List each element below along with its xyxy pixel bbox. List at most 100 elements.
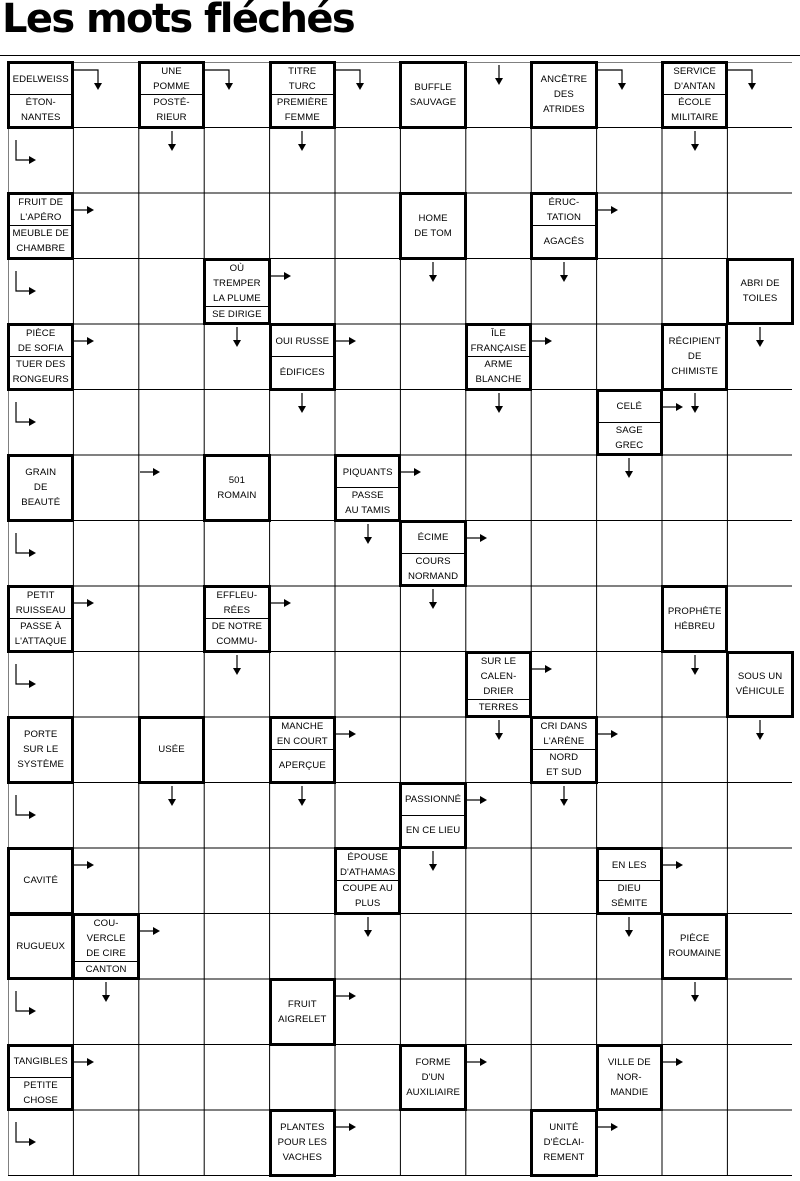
clue-text: TANGIBLES — [13, 1056, 68, 1068]
clue-text: EDELWEISS — [12, 73, 69, 85]
clue-text: SUR LE CALEN- DRIER — [480, 655, 517, 697]
arrow-down-icon — [287, 130, 317, 161]
arrow-down-icon — [157, 785, 187, 816]
clue-cell: GRAIN DE BEAUTÉ — [7, 454, 75, 522]
clue-text: BUFFLE SAUVAGE — [409, 81, 457, 108]
clue-text: DIEU SÉMITE — [598, 880, 660, 911]
clue-text: FRUIT AIGRELET — [278, 998, 327, 1025]
clue-text: ÉTON- NANTES — [10, 94, 72, 125]
bent-arrow-icon — [205, 64, 235, 94]
arrow-down-icon — [222, 654, 252, 685]
clue-text: TUER DES RONGEURS — [10, 356, 72, 387]
clue-text: AGACÉS — [533, 225, 595, 256]
clue-text: ÉDIFICES — [271, 356, 333, 387]
clue-text: TERRES ANCIENNES — [467, 698, 530, 716]
clue-text: SOUS UN VÉHICULE — [735, 671, 785, 698]
bent-arrow-icon — [336, 64, 366, 94]
bent-arrow-icon — [12, 532, 42, 563]
clue-text: COUPE AU PLUS COURT — [337, 880, 399, 912]
clue-text: SAGE GREC — [598, 421, 660, 453]
arrow-down-icon — [91, 982, 121, 1012]
clue-text: PASSIONNÉ — [405, 794, 462, 806]
arrow-down-icon — [222, 327, 252, 357]
clue-text: PORTE SUR LE SYSTÈME — [17, 729, 64, 771]
arrow-right-icon — [663, 850, 693, 880]
clue-text: RUGUEUX — [16, 940, 66, 952]
arrow-right-icon — [336, 326, 366, 356]
arrow-right-icon — [597, 195, 628, 225]
clue-text: CAVITÉ — [23, 875, 58, 887]
clue-text: SERVICE D'ANTAN — [673, 66, 717, 93]
arrow-down-icon — [680, 654, 710, 685]
arrow-right-icon — [74, 1047, 104, 1077]
clue-cell: PROPHÈTE HÉBREU — [661, 585, 729, 653]
arrow-right-icon — [466, 523, 497, 553]
clue-cell: PIQUANTS PASSE AU TAMIS — [334, 454, 402, 522]
arrow-right-icon — [270, 588, 301, 618]
bent-arrow-icon — [728, 64, 758, 94]
bent-arrow-icon — [12, 270, 42, 301]
clue-cell: PORTE SUR LE SYSTÈME — [7, 716, 75, 784]
clue-text: OÙ TREMPER LA PLUME — [213, 262, 261, 304]
arrow-down-icon — [745, 720, 775, 750]
clue-cell: CAVITÉ — [7, 847, 75, 915]
clue-text: PROPHÈTE HÉBREU — [667, 605, 722, 632]
clue-cell: FORME D'UN AUXILIAIRE — [399, 1043, 467, 1111]
arrow-right-icon — [466, 1047, 497, 1077]
clue-cell: USÉE — [137, 716, 206, 784]
clue-text: ARME BLANCHE — [467, 356, 530, 387]
clue-text: EFFLEU- RÉES — [216, 590, 258, 616]
clue-text: PASSE AU TAMIS — [337, 487, 399, 518]
clue-text: 501 ROMAIN — [217, 474, 257, 501]
arrow-right-icon — [336, 1112, 366, 1142]
arrow-down-icon — [549, 261, 579, 292]
bent-arrow-icon — [74, 64, 104, 94]
puzzle-frame — [0, 55, 800, 1181]
clue-text: SE DIRIGE — [206, 305, 268, 323]
clue-text: PREMIÈRE FEMME — [271, 94, 333, 125]
clue-text: APERÇUE — [271, 749, 333, 780]
clue-text: CRI DANS L'ARÈNE — [540, 721, 588, 748]
arrow-down-icon — [680, 982, 710, 1012]
arrow-right-icon — [336, 981, 366, 1011]
arrow-right-icon — [74, 326, 104, 356]
clue-text: UNE POMME — [153, 66, 190, 93]
clue-text: POSTÉ- RIEUR — [140, 94, 203, 125]
clue-text: NORD ET SUD — [533, 749, 595, 780]
bent-arrow-icon — [12, 794, 42, 825]
arrow-right-icon — [270, 261, 301, 291]
clue-text: EN LES — [611, 859, 647, 871]
clue-text: ANCÊTRE DES ATRIDES — [540, 74, 588, 116]
arrow-right-icon — [336, 719, 366, 749]
arrow-down-icon — [418, 261, 448, 292]
clue-text: PIQUANTS — [342, 466, 393, 478]
clue-text: FRUIT DE L'APÉRO — [18, 197, 64, 224]
clue-text: PLANTES POUR LES VACHES — [277, 1122, 327, 1164]
arrow-right-icon — [74, 195, 104, 225]
clue-text: ABRI DE TOILES — [740, 278, 780, 305]
clue-text: ÉRUC- TATION — [546, 197, 582, 224]
clue-text: PASSE À L'ATTAQUE — [10, 618, 72, 649]
clue-text: ÉCOLE MILITAIRE — [664, 94, 726, 125]
clue-cell: EDELWEISS ÉTON- NANTES — [7, 61, 75, 129]
clue-cell: RUGUEUX — [7, 912, 75, 980]
clue-text: COURS NORMAND — [402, 552, 464, 584]
clue-text: COU- VERCLE DE CIRE — [86, 917, 126, 959]
arrow-right-icon — [532, 326, 562, 356]
clue-text: OUI RUSSE — [275, 335, 330, 347]
clue-cell: HOME DE TOM — [399, 192, 467, 260]
arrow-down-icon — [287, 785, 317, 816]
clue-text: DE NOTRE COMMU- NAUTÉ — [206, 618, 268, 650]
arrow-right-icon — [663, 392, 693, 422]
